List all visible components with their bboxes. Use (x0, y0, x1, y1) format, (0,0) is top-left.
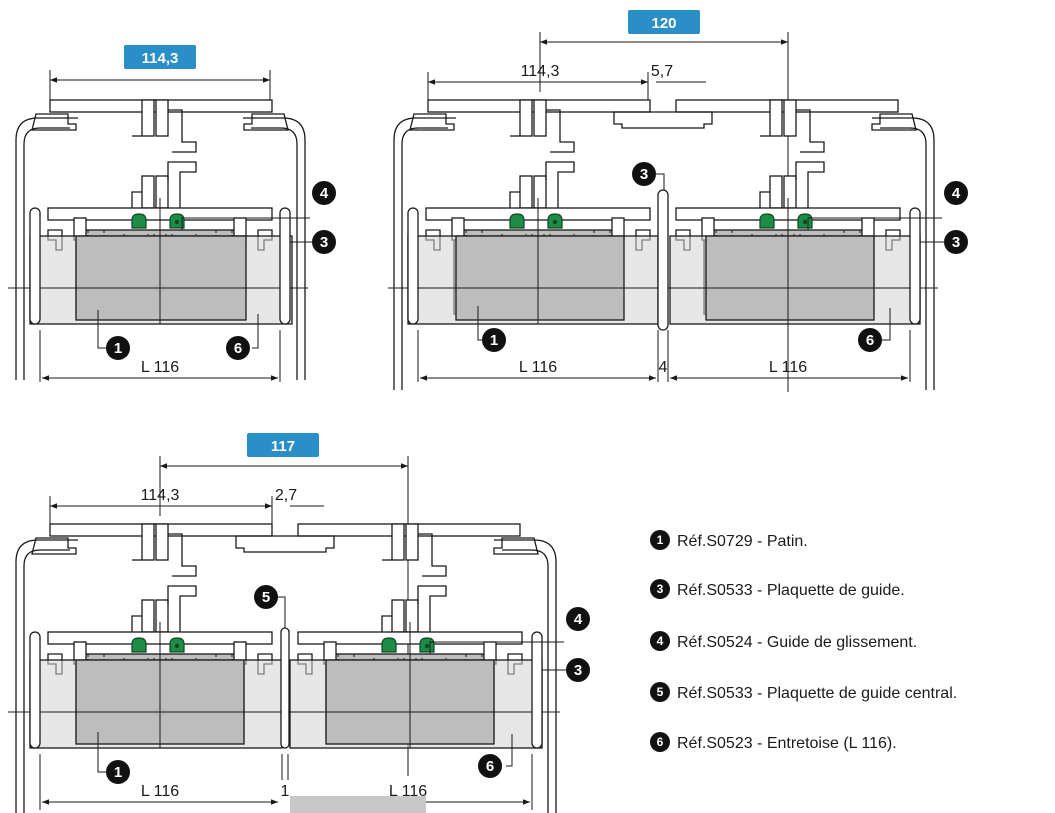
badge-b-label: 120 (651, 15, 676, 32)
diagram-b: 120 114,3 5,7 (388, 10, 968, 392)
svg-text:1: 1 (657, 533, 664, 547)
legend-bullet (650, 631, 670, 651)
dim-center: 4 (659, 359, 668, 376)
diagram-a: 114,3 L 116 4 3 (8, 45, 336, 382)
dim-gap: 2,7 (275, 487, 297, 504)
legend-bullet (650, 579, 670, 599)
length-label: L 116 (141, 359, 179, 376)
dim-gap: 5,7 (651, 63, 673, 80)
badge-c-label: 117 (271, 438, 295, 455)
legend-item: 5 Réf.S0533 - Plaquette de guide central… (650, 682, 957, 702)
overlay-box (290, 796, 426, 813)
dim-left: 114,3 (521, 63, 560, 80)
legend: 1 Réf.S0729 - Patin. 3 Réf.S0533 - Plaqu… (650, 530, 957, 752)
svg-text:4: 4 (574, 611, 583, 628)
svg-text:1: 1 (114, 340, 122, 357)
dim-left: 114,3 (141, 487, 180, 504)
svg-text:4: 4 (952, 185, 961, 202)
svg-text:3: 3 (574, 662, 582, 679)
badge-a-label: 114,3 (142, 50, 179, 67)
legend-item: 4 Réf.S0524 - Guide de glissement. (650, 631, 917, 651)
svg-text:4: 4 (320, 185, 329, 202)
svg-text:6: 6 (234, 340, 242, 357)
legend-bullet (650, 682, 670, 702)
svg-text:6: 6 (866, 332, 874, 349)
legend-bullet (650, 732, 670, 752)
legend-text: Réf.S0524 - Guide de glissement. (677, 634, 917, 651)
legend-text: Réf.S0729 - Patin. (677, 533, 808, 550)
svg-text:5: 5 (657, 685, 664, 699)
legend-item: 1 Réf.S0729 - Patin. (650, 530, 808, 550)
badge-a (124, 45, 196, 69)
length-right: L 116 (769, 359, 807, 376)
legend-text: Réf.S0533 - Plaquette de guide central. (677, 685, 957, 702)
badge-c (247, 433, 319, 457)
length-left: L 116 (519, 359, 557, 376)
svg-text:3: 3 (657, 582, 664, 596)
legend-text: Réf.S0533 - Plaquette de guide. (677, 582, 905, 599)
svg-text:1: 1 (114, 764, 122, 781)
svg-text:4: 4 (657, 634, 664, 648)
diagram-c: 117 114,3 2,7 (8, 433, 590, 813)
svg-text:3: 3 (952, 234, 960, 251)
length-left: L 116 (141, 783, 179, 800)
svg-text:5: 5 (262, 589, 270, 606)
badge-b (628, 10, 700, 34)
legend-item: 3 Réf.S0533 - Plaquette de guide. (650, 579, 905, 599)
svg-text:6: 6 (657, 735, 664, 749)
legend-bullet (650, 530, 670, 550)
svg-text:6: 6 (486, 758, 494, 775)
svg-text:3: 3 (320, 234, 328, 251)
length-right: L 116 (389, 783, 427, 800)
legend-text: Réf.S0523 - Entretoise (L 116). (677, 735, 897, 752)
svg-text:3: 3 (640, 166, 648, 183)
legend-item: 6 Réf.S0523 - Entretoise (L 116). (650, 732, 897, 752)
svg-text:1: 1 (490, 332, 498, 349)
dim-center: 1 (281, 783, 290, 800)
